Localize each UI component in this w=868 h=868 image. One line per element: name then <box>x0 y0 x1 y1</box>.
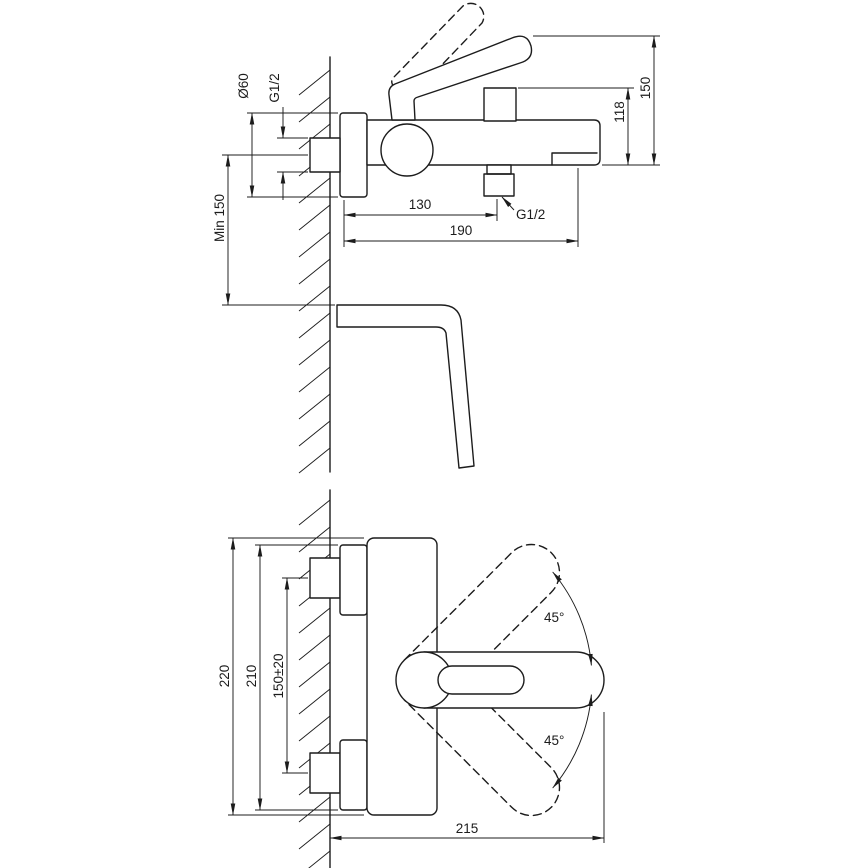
handle-alt-position-side <box>391 2 485 96</box>
upper-wall-inlet <box>309 557 341 599</box>
front-view-dimensions: 220 210 150±20 45° 45° 215 <box>217 537 605 843</box>
dim-wall-to-outlet: 130 <box>409 197 432 212</box>
dim-shower-outlet-thread: G1/2 <box>516 207 545 222</box>
lower-escutcheon <box>339 739 368 811</box>
side-view-dimensions: Ø60 G1/2 Min 150 130 190 118 150 G1/2 <box>212 35 660 306</box>
shower-outlet-neck <box>486 164 512 175</box>
handle-alt-position-up <box>403 543 561 701</box>
spout-underside-detail <box>551 152 598 166</box>
shower-outlet-thread <box>483 173 515 197</box>
lower-wall-inlet <box>309 752 341 794</box>
dim-body-to-handle-top: 150 <box>638 77 653 100</box>
dim-connection-centres: 150±20 <box>271 654 286 699</box>
diverter-block <box>483 87 517 122</box>
escutcheon-side <box>339 112 368 198</box>
valve-body-side <box>380 123 434 177</box>
wall-hatching-top <box>298 69 331 474</box>
swing-arc-up <box>552 571 593 666</box>
dim-wall-to-handle-end: 215 <box>456 821 479 836</box>
side-view: Ø60 G1/2 Min 150 130 190 118 150 G1/2 <box>212 2 660 474</box>
front-view: 220 210 150±20 45° 45° 215 <box>217 489 605 868</box>
wall-hatching-bottom <box>298 499 331 868</box>
dim-escutcheon-span: 210 <box>244 665 259 688</box>
swing-arc-down <box>552 694 593 789</box>
handle-slot-detail <box>437 665 525 695</box>
dim-body-overall-height: 220 <box>217 665 232 688</box>
bathtub-rim-section <box>336 304 475 469</box>
dim-outlet-to-body-top: 118 <box>612 101 627 123</box>
dim-swing-up-angle: 45° <box>544 610 564 625</box>
control-handle-side <box>388 35 533 121</box>
dim-swing-down-angle: 45° <box>544 733 564 748</box>
dim-wall-inlet-thread: G1/2 <box>267 73 282 102</box>
wall-inlet-connector <box>309 137 341 173</box>
dim-min-height: Min 150 <box>212 194 227 242</box>
dim-escutcheon-diameter: Ø60 <box>236 73 251 99</box>
dim-wall-to-spout-end: 190 <box>450 223 473 238</box>
upper-escutcheon <box>339 544 368 616</box>
